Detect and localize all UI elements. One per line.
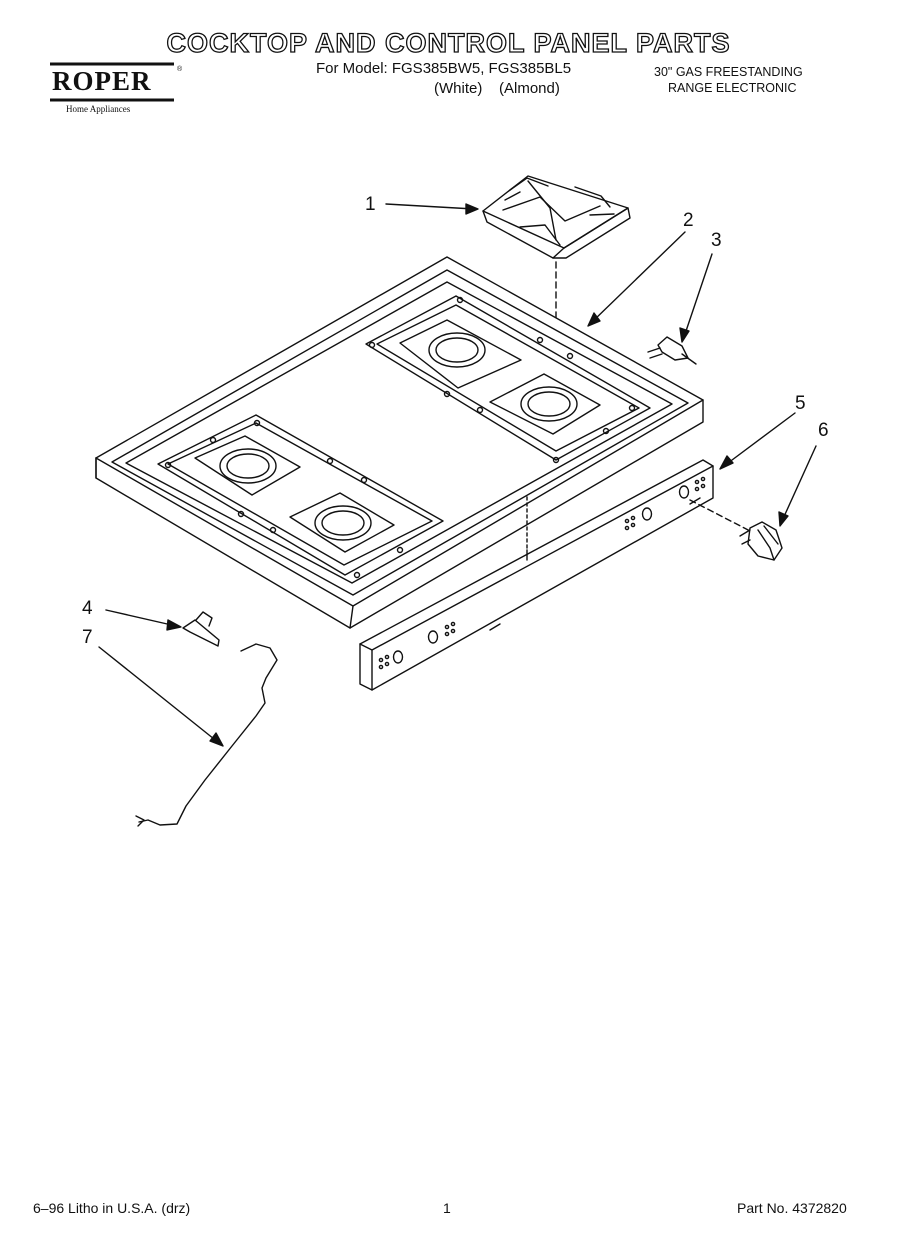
page-number: 1 (443, 1200, 451, 1216)
wire-harness-part (135, 643, 278, 827)
page-title: COCKTOP AND CONTROL PANEL PARTS (166, 27, 731, 58)
callout-4: 4 (82, 598, 93, 619)
callout-1: 1 (365, 194, 376, 215)
callout-2: 2 (683, 210, 694, 231)
brand-name: ROPER (52, 66, 152, 96)
litho-note: 6–96 Litho in U.S.A. (drz) (33, 1200, 191, 1216)
cooktop-part (95, 256, 704, 629)
callout-5: 5 (795, 393, 806, 414)
callout-3: 3 (711, 230, 722, 251)
control-knob-part (739, 521, 783, 561)
product-type: 30" GAS FREESTANDING (654, 65, 803, 79)
product-subtype: RANGE ELECTRONIC (668, 81, 797, 95)
knob-alignment-line (689, 499, 753, 533)
bracket-part (182, 611, 220, 647)
ignitor-part (647, 336, 697, 365)
burner-grate-part (482, 175, 631, 259)
model-numbers: For Model: FGS385BW5, FGS385BL5 (316, 60, 572, 77)
model-colors: (White) (Almond) (434, 80, 560, 97)
control-panel-part (359, 459, 714, 691)
brand-logo (50, 62, 174, 102)
brand-trademark: ® (177, 66, 183, 73)
leader-lines (98, 203, 817, 747)
logo-frame (50, 62, 174, 102)
callout-6: 6 (818, 420, 829, 441)
brand-subtitle: Home Appliances (66, 104, 131, 114)
callout-7: 7 (82, 627, 93, 648)
part-number: Part No. 4372820 (737, 1200, 847, 1216)
